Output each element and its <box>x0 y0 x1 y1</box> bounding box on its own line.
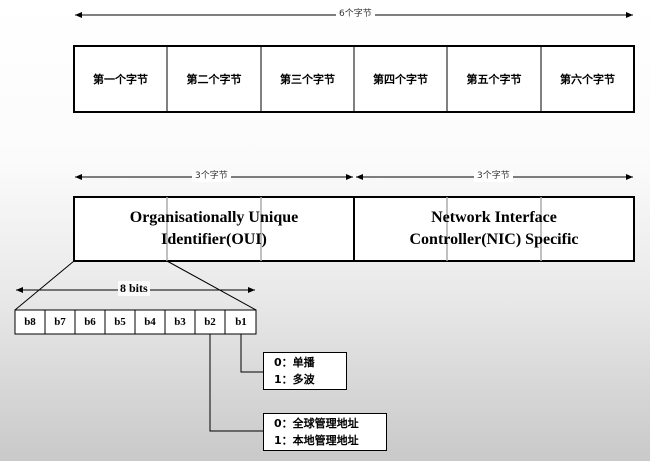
byte-cell-2: 第二个字节 <box>186 73 242 86</box>
bit-cell-b4: b4 <box>144 316 156 328</box>
b1-note-line-1: 0：单播 <box>274 356 315 369</box>
b2-note-line-1: 0：全球管理地址 <box>274 417 359 430</box>
byte-cell-3: 第三个字节 <box>280 73 335 86</box>
nic-bytes-label: 3个字节 <box>474 171 513 182</box>
b1-note-line-2: 1：多波 <box>274 373 315 386</box>
b2-note: 0：全球管理地址 1：本地管理地址 <box>263 413 387 451</box>
oui-bytes-label: 3个字节 <box>192 171 231 182</box>
nic-field: Network Interface Controller(NIC) Specif… <box>356 197 632 261</box>
oui-field: Organisationally Unique Identifier(OUI) <box>76 197 352 261</box>
bit-cell-b6: b6 <box>84 316 96 328</box>
oui-line-1: Organisationally Unique <box>129 209 299 226</box>
nic-line-2: Controller(NIC) Specific <box>409 231 579 248</box>
total-bytes-label: 6个字节 <box>336 9 375 20</box>
bits-label: 8 bits <box>118 281 150 296</box>
bit-cell-b7: b7 <box>54 316 66 328</box>
b2-connector <box>209 334 263 432</box>
byte-cell-1: 第一个字节 <box>93 73 148 86</box>
oui-line-2: Identifier(OUI) <box>161 231 267 248</box>
bit-cell-b3: b3 <box>174 316 186 328</box>
byte-cell-4: 第四个字节 <box>373 73 428 86</box>
bit-cell-b8: b8 <box>24 316 36 328</box>
nic-line-1: Network Interface <box>431 209 557 226</box>
bit-cell-b1: b1 <box>235 316 247 328</box>
bit-cell-b5: b5 <box>114 316 126 328</box>
b1-note: 0：单播 1：多波 <box>263 352 347 390</box>
byte-cell-6: 第六个字节 <box>560 73 615 86</box>
byte-cell-5: 第五个字节 <box>466 73 522 86</box>
bit-cell-b2: b2 <box>204 316 216 328</box>
b1-connector <box>240 334 263 373</box>
b2-note-line-2: 1：本地管理地址 <box>274 434 359 447</box>
